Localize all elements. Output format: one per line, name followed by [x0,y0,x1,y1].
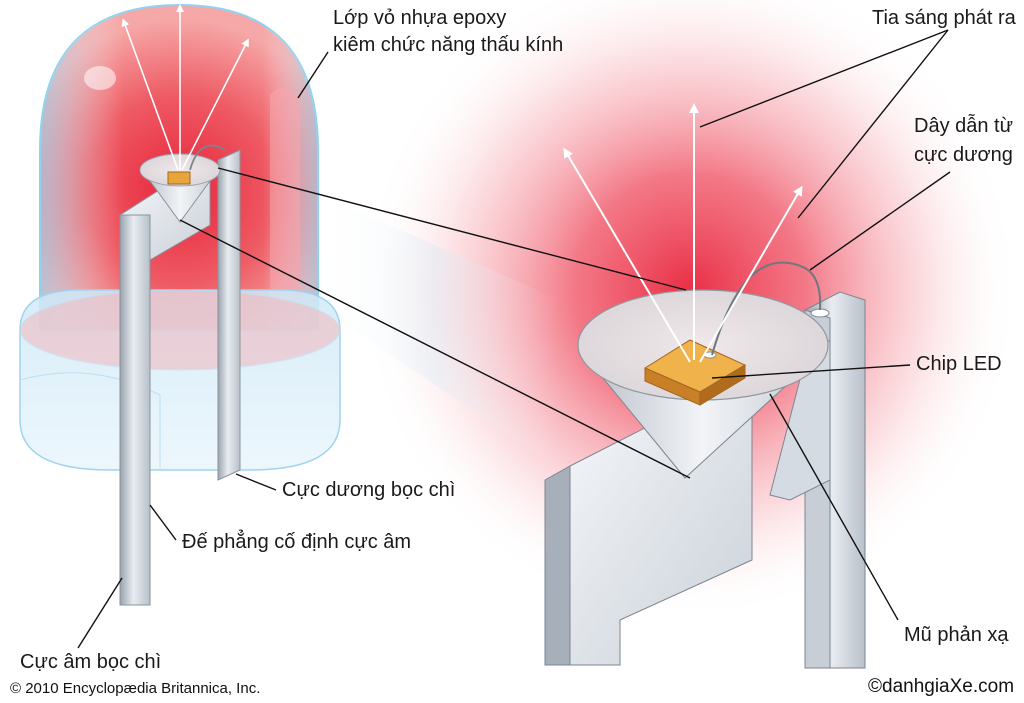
flange-top [19,289,341,371]
label-epoxy-line2: kiêm chức năng thấu kính [333,34,564,56]
leader-reflector [769,393,899,621]
leader-chip [711,364,911,379]
dome-highlight [84,66,116,90]
leader-cathode [77,577,123,649]
leader-epoxy [297,51,329,99]
label-wire-line2: cực dương [914,144,1013,166]
zoom-connector-top [217,167,687,291]
magnify-beam [310,190,560,470]
small-chip [167,171,191,185]
copyright-text: © 2010 Encyclopædia Britannica, Inc. [10,680,261,697]
small-bond-wire [189,144,226,171]
leader-ray-a [699,29,949,128]
zoom-ray-3 [699,185,803,363]
label-reflector: Mũ phản xạ [904,624,1009,646]
label-epoxy-line1: Lớp vỏ nhựa epoxy [333,7,507,29]
dome-side-reflection [270,87,300,305]
cathode-lead [119,214,151,606]
leader-ray-b [797,29,949,219]
zoom-bond-pad [810,308,830,318]
label-wire-line1: Dây dẫn từ [914,115,1013,137]
zoom-bond-wire [711,261,822,356]
zoom-connector-bottom [179,219,691,479]
label-cathode: Cực âm bọc chì [20,651,162,673]
led-zoom [544,103,866,669]
small-ray-3 [181,38,249,171]
zoom-chip-right [699,364,746,406]
watermark-text: ©danhgiaXe.com [868,676,1015,697]
zoom-ray-1 [563,147,691,363]
zoom-anode-arm [769,338,831,501]
anode-lead [217,149,241,481]
leader-wire [809,171,951,271]
leader-lines [77,29,951,649]
flange-edge [19,372,161,470]
leader-flat-base [149,504,177,541]
label-flat-base: Đế phẳng cố định cực âm [182,531,412,553]
label-chip: Chip LED [916,353,1002,375]
small-ray-1 [121,18,179,171]
label-anode: Cực dương bọc chì [282,479,456,501]
leader-anode [235,473,277,491]
zoom-base-side [544,465,571,666]
led-overview [19,3,341,606]
label-light-rays: Tia sáng phát ra [872,7,1016,29]
